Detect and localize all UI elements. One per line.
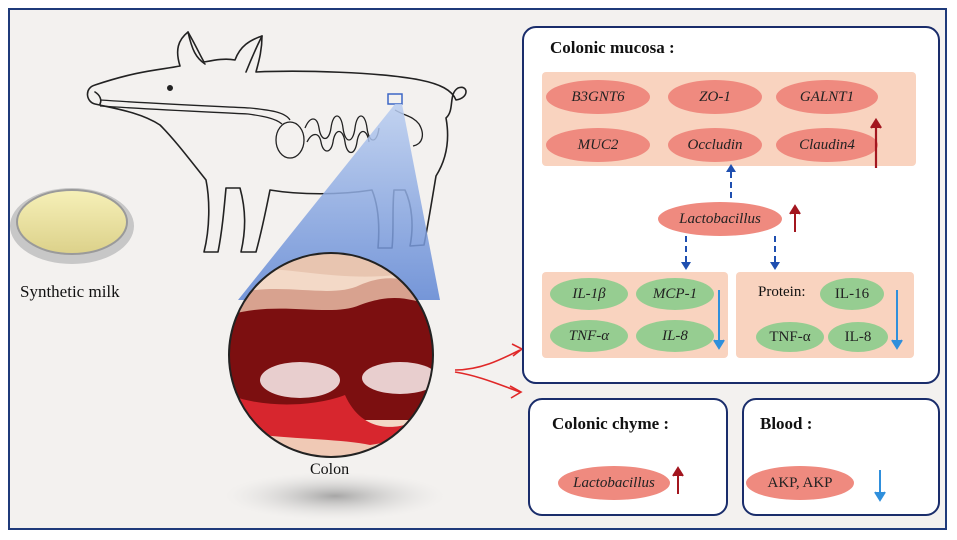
up-arrow-icon [870, 117, 882, 168]
protein-il16: IL-16 [820, 278, 884, 310]
gene-occludin: Occludin [668, 128, 762, 162]
protein-label: Protein: [758, 284, 806, 300]
down-arrow-icon [713, 290, 725, 350]
lactobacillus-mucosa: Lactobacillus [658, 202, 782, 236]
colon-label: Colon [310, 461, 350, 478]
colon-shadow [225, 472, 445, 520]
protein-cytokine-panel: Protein: IL-16 TNF-α IL-8 [736, 272, 914, 358]
colonic-chyme-title: Colonic chyme : [552, 414, 670, 433]
protein-il8: IL-8 [828, 322, 888, 352]
synthetic-milk-label: Synthetic milk [20, 282, 120, 301]
cytokine-il1b: IL-1β [550, 278, 628, 310]
cytokine-tnfa: TNF-α [550, 320, 628, 352]
gene-muc2: MUC2 [546, 128, 650, 162]
up-arrow-icon [672, 466, 684, 494]
gene-cytokine-panel: IL-1β MCP-1 TNF-α IL-8 [542, 272, 728, 358]
synthetic-milk-dish [10, 188, 134, 264]
down-arrow-icon [874, 470, 886, 502]
pig-gut [99, 93, 424, 159]
cytokine-mcp1: MCP-1 [636, 278, 714, 310]
colonic-mucosa-title: Colonic mucosa : [550, 38, 675, 57]
blood-title: Blood : [760, 414, 813, 433]
gene-b3gnt6: B3GNT6 [546, 80, 650, 114]
gene-zo1: ZO-1 [668, 80, 762, 114]
blood-box: Blood : AKP, AKP [742, 398, 940, 516]
colonic-chyme-box: Colonic chyme : Lactobacillus [528, 398, 728, 516]
gene-galnt1: GALNT1 [776, 80, 878, 114]
blood-marker: AKP, AKP [746, 466, 854, 500]
colonic-mucosa-box: Colonic mucosa : B3GNT6 ZO-1 GALNT1 MUC2… [522, 26, 940, 384]
protein-tnfa: TNF-α [756, 322, 824, 352]
colon-cross-section [229, 253, 433, 457]
barrier-gene-panel: B3GNT6 ZO-1 GALNT1 MUC2 Occludin Claudin… [542, 72, 916, 166]
cytokine-il8: IL-8 [636, 320, 714, 352]
magnification-beam [238, 104, 440, 300]
up-arrow-icon [789, 204, 801, 232]
gene-claudin4: Claudin4 [776, 128, 878, 162]
lactobacillus-chyme: Lactobacillus [558, 466, 670, 500]
down-arrow-icon [891, 290, 903, 350]
